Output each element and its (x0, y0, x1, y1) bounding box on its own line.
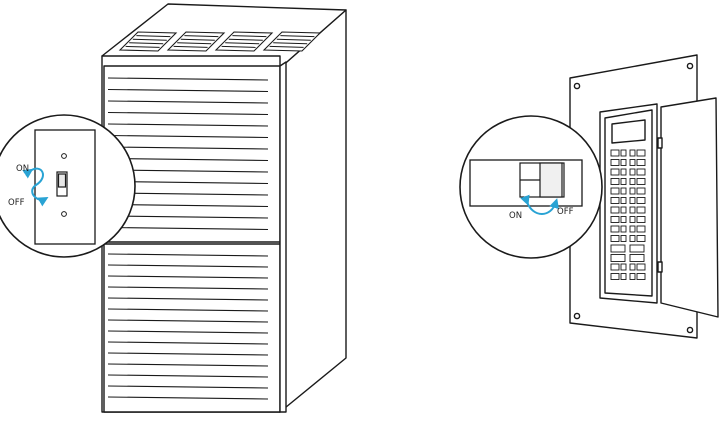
breaker-slot (611, 264, 619, 270)
breaker-slot (630, 264, 635, 270)
breaker-slot (637, 236, 645, 242)
breaker-slot (621, 236, 626, 242)
switch-on-label: ON (16, 164, 29, 174)
breaker-slot (611, 207, 619, 213)
panel-open-door (658, 98, 718, 317)
breaker-slot (630, 198, 635, 204)
breaker-slot (611, 226, 619, 232)
breaker-slot (621, 150, 626, 156)
wall-switch-callout: ON OFF (0, 115, 135, 257)
breaker-slot (630, 179, 635, 185)
breaker-slot (637, 226, 645, 232)
breaker-slot (611, 245, 625, 252)
furnace-side-panel (280, 10, 346, 412)
breaker-callout: ON OFF (460, 116, 602, 258)
breaker-slot (611, 217, 619, 223)
breaker-slot (630, 226, 635, 232)
plate-screw-top (62, 154, 67, 159)
breaker-slot (611, 160, 619, 166)
breaker-slot (630, 274, 635, 280)
breaker-slot (630, 160, 635, 166)
breaker-slot (637, 169, 645, 175)
breaker-slot (611, 198, 619, 204)
breaker-slot (637, 179, 645, 185)
furnace-unit (102, 4, 346, 412)
breaker-slot (621, 179, 626, 185)
breaker-slot (611, 255, 625, 262)
breaker-slot (621, 160, 626, 166)
breaker-off-label: OFF (557, 207, 574, 217)
breaker-slot (630, 217, 635, 223)
breaker-slot (611, 169, 619, 175)
breaker-slot (611, 179, 619, 185)
breaker-slot (611, 188, 619, 194)
plate-screw-bottom (62, 212, 67, 217)
toggle-switch-icon[interactable] (57, 172, 67, 196)
breaker-slot (611, 150, 619, 156)
switch-off-label: OFF (8, 198, 25, 208)
breaker-slot (621, 274, 626, 280)
breaker-slot (630, 188, 635, 194)
breaker-slot (637, 150, 645, 156)
breaker-slot (621, 226, 626, 232)
breaker-slot (621, 264, 626, 270)
breaker-slot (637, 160, 645, 166)
breaker-slot (630, 150, 635, 156)
breaker-slot (630, 207, 635, 213)
breaker-slot (637, 188, 645, 194)
breaker-slot (637, 264, 645, 270)
breaker-slot (630, 236, 635, 242)
furnace-upper-door (104, 66, 280, 242)
breaker-slot (630, 245, 644, 252)
furnace-door-edge (280, 62, 286, 412)
breaker-slot (621, 198, 626, 204)
breaker-slot (621, 207, 626, 213)
breaker-slot (637, 207, 645, 213)
breaker-slot (621, 217, 626, 223)
breaker-switch-icon[interactable] (520, 163, 564, 197)
breaker-slot (637, 217, 645, 223)
panel-main-breaker (612, 120, 645, 143)
breaker-slot (611, 236, 619, 242)
breaker-slot (621, 169, 626, 175)
breaker-slot (621, 188, 626, 194)
breaker-on-label: ON (509, 211, 522, 221)
breaker-slot (637, 274, 645, 280)
breaker-slot (637, 198, 645, 204)
breaker-slot (630, 169, 635, 175)
breaker-slot (611, 274, 619, 280)
breaker-slot (630, 255, 644, 262)
